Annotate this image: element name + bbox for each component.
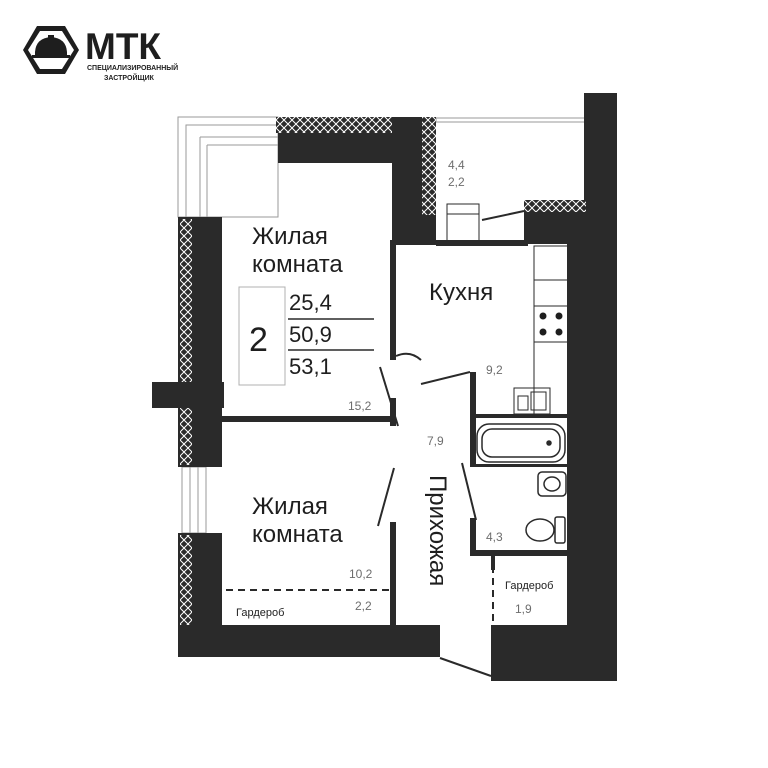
apartment-summary-badge: 2 25,4 50,9 53,1 [238, 286, 374, 386]
room-wardrobe-1: Гардероб 2,2 [236, 599, 372, 619]
room-balcony-area: 4,4 [448, 158, 465, 172]
total-area-value: 50,9 [289, 322, 332, 347]
wardrobe-boundaries [226, 566, 494, 622]
logo-subtitle-line2: ЗАСТРОЙЩИК [104, 73, 155, 82]
room-living-2-label-line1: Жилая [252, 493, 328, 520]
stove-icon [533, 305, 569, 343]
logo-subtitle-line1: СПЕЦИАЛИЗИРОВАННЫЙ [87, 63, 178, 72]
room-wardrobe-1-label: Гардероб [236, 607, 284, 619]
bathroom-fixtures [476, 423, 567, 544]
room-kitchen: Кухня 9,2 [429, 279, 503, 377]
room-wardrobe-2-area: 1,9 [515, 602, 532, 616]
kitchen-fixtures [513, 245, 569, 417]
room-balcony-area-reduced: 2,2 [448, 175, 465, 189]
room-count: 2 [249, 321, 268, 359]
bathtub-icon [476, 423, 566, 463]
balcony-radiator-icon [446, 203, 480, 243]
room-balcony: 4,4 2,2 [448, 158, 465, 189]
room-hallway-area: 7,9 [427, 434, 444, 448]
company-logo: МТК СПЕЦИАЛИЗИРОВАННЫЙ ЗАСТРОЙЩИК [23, 26, 178, 82]
room-hallway: 7,9 Прихожая [424, 434, 451, 586]
walls [152, 93, 617, 681]
logo-brand-text: МТК [85, 26, 161, 67]
room-living-1: Жилая комната 15,2 [252, 223, 372, 413]
room-wardrobe-2: Гардероб 1,9 [505, 580, 553, 616]
doors [377, 210, 525, 677]
room-kitchen-label: Кухня [429, 279, 493, 306]
room-wardrobe-2-label: Гардероб [505, 580, 553, 592]
washbasin-icon [537, 471, 567, 497]
room-living-1-label-line1: Жилая [252, 223, 328, 250]
room-hallway-label: Прихожая [424, 475, 451, 586]
room-kitchen-area: 9,2 [486, 363, 503, 377]
room-bathroom: 4,3 [486, 530, 503, 544]
room-living-1-area: 15,2 [348, 399, 372, 413]
total-area-with-balcony-value: 53,1 [289, 354, 332, 379]
room-bathroom-area: 4,3 [486, 530, 503, 544]
room-living-2: Жилая комната 10,2 [252, 493, 373, 581]
room-living-1-label-line2: комната [252, 251, 343, 278]
room-living-2-label-line2: комната [252, 521, 343, 548]
helmet-icon [35, 37, 67, 56]
kitchen-sink-icon [513, 387, 551, 415]
room-living-2-area: 10,2 [349, 567, 373, 581]
toilet-icon [525, 516, 566, 544]
room-wardrobe-1-area: 2,2 [355, 599, 372, 613]
living-area-value: 25,4 [289, 290, 332, 315]
